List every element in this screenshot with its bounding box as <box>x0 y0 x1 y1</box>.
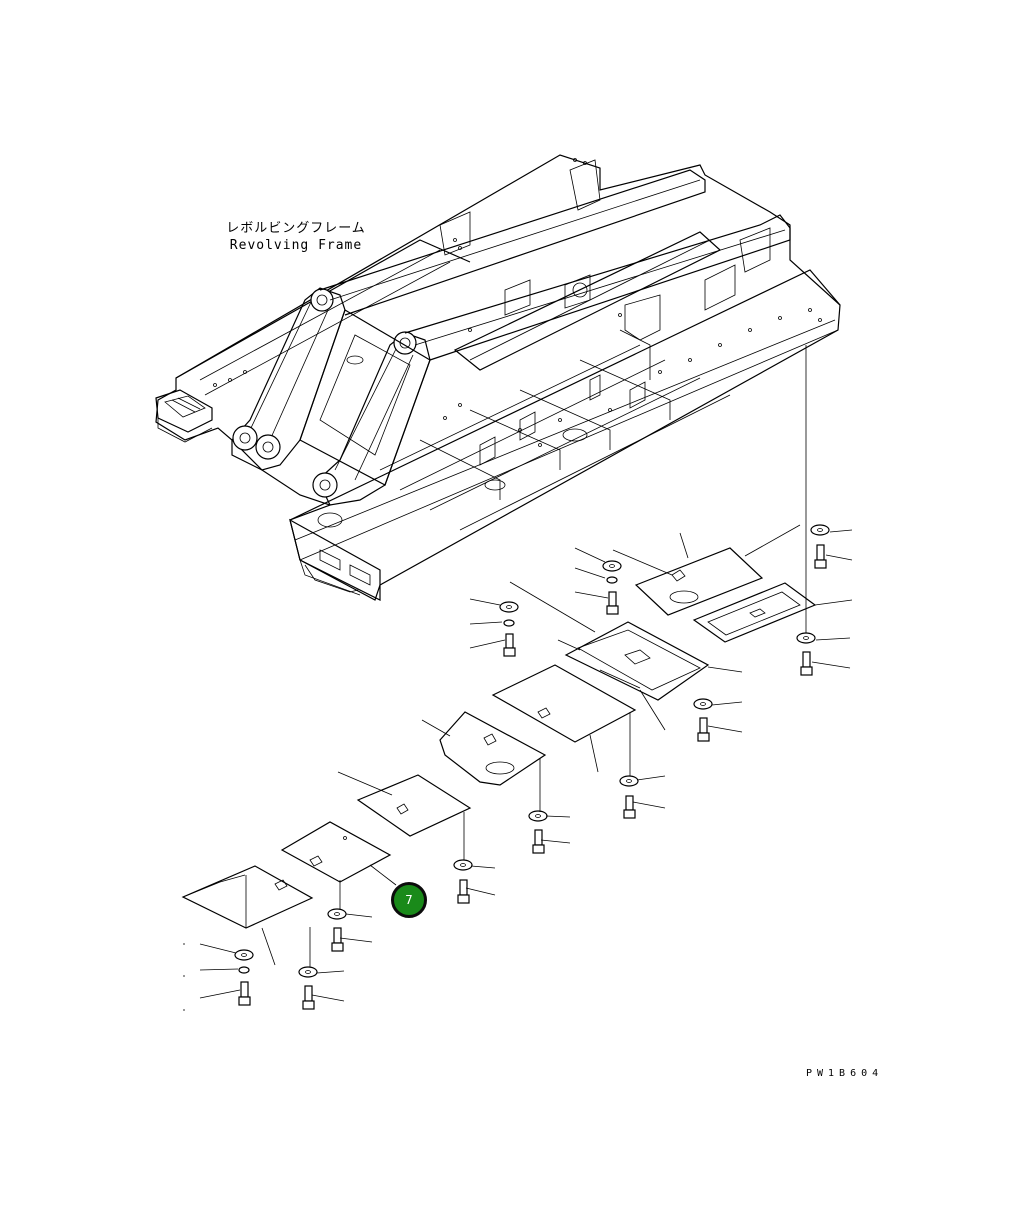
frame-label-english: Revolving Frame <box>229 238 363 253</box>
callout-number: 7 <box>405 893 413 907</box>
part-callout-7[interactable]: 7 <box>391 882 427 918</box>
fasteners <box>234 524 830 1010</box>
frame-label: レボルビングフレーム Revolving Frame <box>226 220 366 254</box>
frame-label-japanese: レボルビングフレーム <box>226 221 366 236</box>
revolving-frame <box>155 154 841 601</box>
leader-lines <box>183 524 853 1011</box>
drawing-code: PW1B604 <box>806 1068 884 1079</box>
